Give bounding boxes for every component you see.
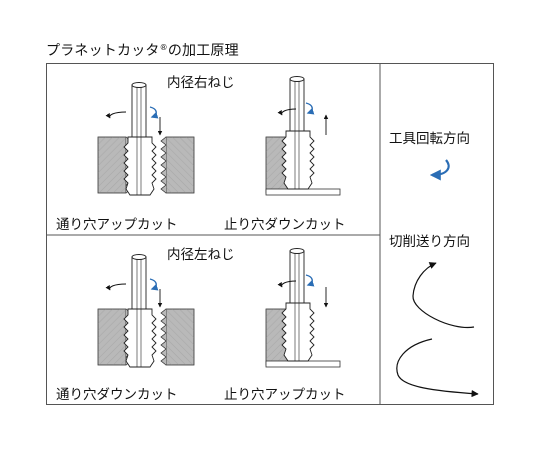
page-title: プラネットカッタ®の加工原理 [46, 40, 239, 60]
section-heading-left-hand: 内径左ねじ [167, 247, 235, 263]
legend-feed-arrow-icon [396, 262, 479, 398]
legend-feed-direction-label: 切削送り方向 [389, 234, 470, 250]
title-main: プラネットカッタ [46, 43, 160, 59]
principle-diagram: 内径右ねじ 通り穴アップカット 止り穴ダウンカット 内径左ねじ 通り穴ダウンカッ… [46, 63, 494, 405]
legend-tool-rotation-label: 工具回転方向 [389, 131, 470, 147]
legend-rotation-arrow-icon [429, 159, 450, 181]
illustration-through-down-cut-lh [97, 254, 195, 368]
diagram-svg [46, 63, 494, 405]
illustration-blind-up-cut-lh [265, 248, 341, 368]
section-left-hand-thread [97, 248, 341, 368]
title-tail: の加工原理 [167, 43, 239, 59]
registered-mark: ® [159, 43, 168, 52]
caption-blind-up-cut: 止り穴アップカット [224, 387, 346, 403]
illustration-through-up-cut-rh [97, 82, 195, 196]
section-heading-right-hand: 内径右ねじ [167, 75, 235, 91]
caption-through-up-cut: 通り穴アップカット [56, 217, 178, 233]
section-right-hand-thread [97, 76, 341, 196]
caption-through-down-cut: 通り穴ダウンカット [56, 387, 178, 403]
caption-blind-down-cut: 止り穴ダウンカット [224, 217, 346, 233]
illustration-blind-down-cut-rh [265, 76, 341, 196]
